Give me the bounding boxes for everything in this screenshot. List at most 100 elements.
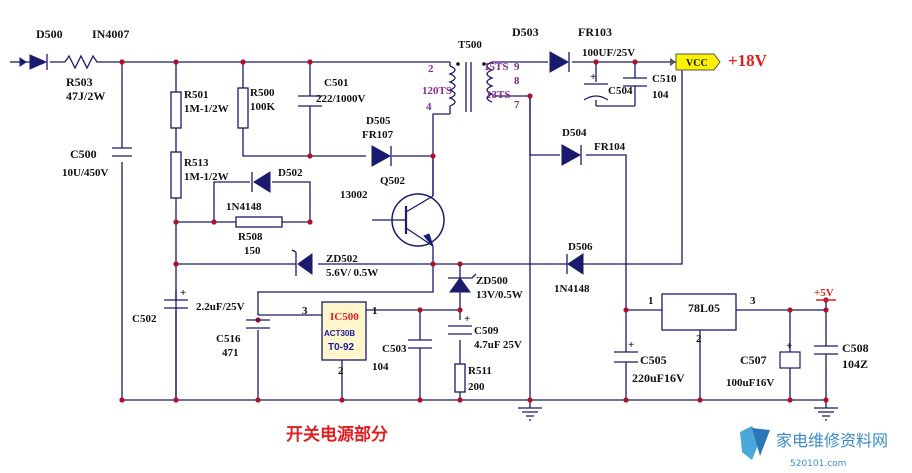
watermark-logo: 家电维修资料网 520101.com bbox=[740, 426, 888, 469]
label: R503 bbox=[66, 75, 93, 89]
label: 1M-1/2W bbox=[184, 171, 229, 183]
label: C500 bbox=[70, 147, 97, 161]
label: C509 bbox=[474, 325, 499, 337]
label: 222/1000V bbox=[316, 93, 366, 105]
capacitor-c509: + bbox=[448, 313, 472, 335]
capacitor-c507: + bbox=[779, 340, 801, 369]
label: C503 bbox=[382, 343, 407, 355]
label: IC500 bbox=[330, 311, 359, 323]
label: 150 bbox=[244, 245, 261, 257]
label: 2 bbox=[338, 365, 344, 377]
label: 13V/0.5W bbox=[476, 289, 523, 301]
diode-d505 bbox=[371, 145, 392, 167]
regulator-78l05 bbox=[661, 293, 737, 331]
capacitor-c504: + bbox=[583, 71, 609, 101]
watermark-text: 家电维修资料网 bbox=[776, 431, 888, 450]
label: 2 bbox=[696, 333, 702, 345]
resistor-r513 bbox=[170, 151, 182, 199]
label: R501 bbox=[184, 89, 208, 101]
label: 10U/450V bbox=[62, 167, 109, 179]
label: 3 bbox=[302, 305, 308, 317]
label: +5V bbox=[814, 287, 834, 299]
svg-text:+: + bbox=[628, 339, 634, 351]
junction-dots bbox=[119, 59, 829, 403]
label: R508 bbox=[238, 231, 263, 243]
label: 1N4148 bbox=[226, 201, 262, 213]
capacitor-c503 bbox=[408, 339, 432, 349]
wires bbox=[20, 61, 827, 408]
diode-d503 bbox=[549, 51, 570, 73]
label: 200 bbox=[468, 381, 485, 393]
label: R500 bbox=[250, 87, 275, 99]
label: C516 bbox=[216, 333, 241, 345]
diode-d502 bbox=[251, 171, 271, 193]
label: 4.7uF 25V bbox=[474, 339, 522, 351]
label: 1N4148 bbox=[554, 283, 590, 295]
resistor-r501 bbox=[170, 91, 182, 129]
label: 1 bbox=[648, 295, 654, 307]
ic-ic500 bbox=[321, 301, 367, 361]
label: 471 bbox=[222, 347, 239, 359]
label: C508 bbox=[842, 341, 869, 355]
zener-zd502 bbox=[291, 249, 313, 276]
label: 78L05 bbox=[688, 301, 720, 315]
label: ZD500 bbox=[476, 275, 508, 287]
label: 2.2uF/25V bbox=[196, 301, 245, 313]
label: C505 bbox=[640, 353, 667, 367]
label: ZD502 bbox=[326, 253, 358, 265]
resistor-r500 bbox=[237, 87, 249, 129]
label: T500 bbox=[458, 39, 482, 51]
label: 15TS bbox=[484, 61, 508, 73]
label: 8 bbox=[514, 75, 520, 87]
label: 9 bbox=[514, 61, 520, 73]
label: IN4007 bbox=[92, 27, 129, 41]
label: C510 bbox=[652, 73, 677, 85]
label: 120TS bbox=[422, 85, 452, 97]
svg-text:+: + bbox=[786, 340, 792, 352]
label: D504 bbox=[562, 127, 587, 139]
capacitor-c502: + bbox=[164, 287, 188, 309]
svg-text:+: + bbox=[180, 287, 186, 299]
capacitor-c510 bbox=[623, 77, 647, 87]
label: FR103 bbox=[578, 25, 612, 39]
label: 1M-1/2W bbox=[184, 103, 229, 115]
capacitor-c516 bbox=[246, 319, 270, 329]
label: R511 bbox=[468, 365, 492, 377]
label: 13TS bbox=[486, 89, 510, 101]
capacitor-c500 bbox=[112, 147, 132, 157]
label: 5.6V/ 0.5W bbox=[326, 267, 378, 279]
label: C507 bbox=[740, 353, 767, 367]
label: 13002 bbox=[340, 189, 368, 201]
label: ACT30B bbox=[324, 329, 355, 338]
label: 104 bbox=[372, 361, 389, 373]
transformer-t500 bbox=[448, 61, 508, 112]
label: T0-92 bbox=[328, 342, 355, 353]
label: 220uF16V bbox=[632, 371, 685, 385]
label: 2 bbox=[428, 63, 434, 75]
label: 104 bbox=[652, 89, 669, 101]
svg-text:+: + bbox=[464, 313, 470, 325]
label: D503 bbox=[512, 25, 539, 39]
label: D502 bbox=[278, 167, 303, 179]
label: 4 bbox=[426, 101, 432, 113]
label: FR107 bbox=[362, 129, 394, 141]
diode-d500 bbox=[10, 54, 48, 70]
resistor-r503 bbox=[64, 54, 100, 70]
label: 100K bbox=[250, 101, 276, 113]
capacitor-c508 bbox=[814, 345, 838, 355]
diagram-title: 开关电源部分 bbox=[286, 424, 388, 445]
vcc-tag bbox=[670, 53, 721, 71]
label: Q502 bbox=[380, 175, 406, 187]
watermark-url: 520101.com bbox=[790, 459, 846, 469]
capacitor-c505: + bbox=[614, 339, 638, 363]
label: 100UF/25V bbox=[582, 47, 635, 59]
label: 7 bbox=[514, 99, 520, 111]
label: D500 bbox=[36, 27, 63, 41]
label: 3 bbox=[750, 295, 756, 307]
label: D506 bbox=[568, 241, 593, 253]
label: C502 bbox=[132, 313, 157, 325]
label: VCC bbox=[686, 58, 708, 69]
zener-zd500 bbox=[448, 273, 477, 293]
